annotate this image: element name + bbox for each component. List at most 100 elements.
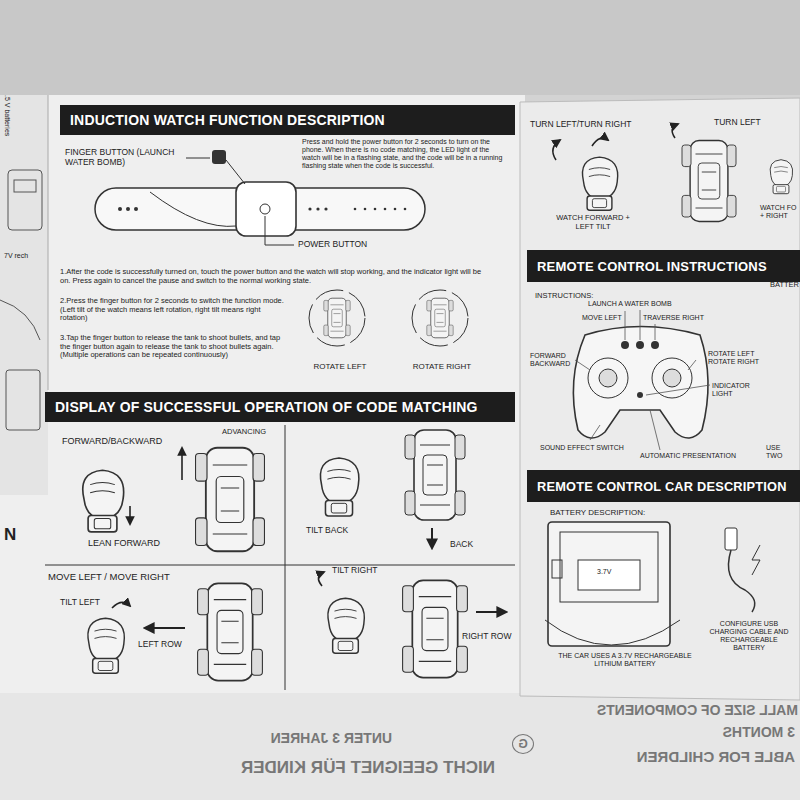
watch-illustration — [308, 207, 311, 210]
label-text: TILT LEFT — [60, 598, 110, 608]
watch-illustration — [265, 216, 294, 245]
label-text: ADVANCING — [222, 428, 282, 437]
code-matching-illustration — [320, 458, 358, 516]
watch-illustration — [364, 208, 367, 211]
label-text: TILT BACK — [306, 526, 366, 536]
watch-illustration — [374, 208, 377, 211]
code-matching-illustration — [403, 580, 468, 677]
code-matching-illustration — [83, 470, 124, 532]
code-matching-illustration — [431, 528, 433, 548]
code-matching-illustration — [196, 448, 265, 552]
section-header: REMOTE CONTROL INSTRUCTIONS — [527, 250, 800, 282]
rotate-illustration — [412, 290, 468, 346]
turn-illustration — [592, 138, 608, 146]
label-text: 3 MONTHS — [675, 724, 795, 740]
label-text: WATCH FO + RIGHT — [760, 204, 798, 220]
code-matching-illustration — [328, 598, 364, 653]
remote-controller — [651, 341, 659, 349]
label-text: LAUNCH A WATER BOMB — [588, 300, 688, 308]
label-text: ROTATE RIGHT — [402, 362, 482, 371]
watch-illustration — [384, 208, 387, 211]
code-matching-illustration — [318, 572, 324, 586]
label-text: CONFIGURE USB CHARGING CABLE AND RECHARG… — [704, 620, 794, 652]
battery-illustration — [545, 620, 680, 645]
label-text: FORWARD BACKWARD — [530, 352, 574, 368]
section-header: REMOTE CONTROL CAR DESCRIPTION — [527, 470, 800, 502]
photo-background — [0, 95, 48, 495]
photo-background — [0, 690, 800, 800]
label-text: BATTERY DESCRIPTION: — [550, 508, 670, 517]
label-text: LEFT ROW — [138, 640, 193, 650]
code-matching-illustration — [405, 430, 465, 520]
rotate-illustration — [309, 290, 468, 346]
left-strip-sketch — [0, 170, 42, 430]
header-text: DISPLAY OF SUCCESSFUL OPERATION OF CODE … — [55, 399, 478, 415]
label-text: INDICATOR LIGHT — [712, 382, 762, 398]
watch-illustration — [226, 160, 245, 184]
label-text: TURN LEFT/TURN RIGHT — [530, 120, 650, 130]
code-matching-illustration — [129, 506, 131, 524]
label-text: BACK — [450, 540, 490, 550]
label-text: 3.7V — [597, 568, 627, 576]
label-text: INSTRUCTIONS: — [535, 292, 605, 301]
header-text: INDUCTION WATCH FUNCTION DESCRIPTION — [70, 112, 385, 128]
header-text: REMOTE CONTROL INSTRUCTIONS — [537, 259, 767, 274]
label-text: FORWARD/BACKWARD — [62, 436, 182, 446]
label-text: UNTER 3 JAHREN — [232, 730, 392, 746]
code-matching-illustration — [181, 448, 183, 480]
turn-illustration — [553, 124, 793, 222]
label-text: NICHT GEEIGNET FÜR KINDER — [195, 758, 495, 778]
label-text: SOUND EFFECT SWITCH — [540, 444, 640, 452]
remote-controller — [652, 358, 692, 398]
remote-controller — [663, 369, 681, 387]
watch-illustration — [150, 192, 236, 226]
label-text: .5 V batteries — [3, 95, 11, 157]
label-text: MALL SIZE OF COMPONENTS — [598, 702, 798, 718]
watch-illustration — [394, 208, 397, 211]
remote-controller — [636, 341, 644, 349]
watch-illustration — [118, 207, 122, 211]
section-header: INDUCTION WATCH FUNCTION DESCRIPTION — [60, 105, 515, 135]
section-header: DISPLAY OF SUCCESSFUL OPERATION OF CODE … — [45, 392, 515, 422]
photo-background — [520, 98, 800, 700]
label-text: 3.Tap the finger button to release the t… — [60, 334, 285, 360]
header-text: REMOTE CONTROL CAR DESCRIPTION — [537, 479, 787, 494]
battery-illustration — [548, 522, 670, 646]
rotate-illustration — [309, 290, 365, 346]
battery-illustration — [552, 560, 562, 578]
label-text: ROTATE LEFT — [300, 362, 380, 371]
photo-background — [0, 0, 800, 95]
label-text: MOVE LEFT / MOVE RIGHT — [48, 572, 218, 583]
label-text: USE TWO — [766, 444, 798, 460]
remote-controller — [575, 310, 710, 450]
watch-illustration — [260, 204, 270, 214]
label-text: TILT RIGHT — [332, 566, 392, 576]
label-text: THE CAR USES A 3.7V RECHARGEABLE LITHIUM… — [545, 652, 705, 668]
label-text: ROTATE LEFT ROTATE RIGHT — [708, 350, 764, 366]
label-text: LEAN FORWARD — [88, 538, 178, 548]
label-text: G — [512, 734, 534, 754]
code-matching-illustration — [285, 425, 286, 690]
watch-illustration — [134, 207, 138, 211]
label-text: Press and hold the power button for 2 se… — [302, 138, 507, 170]
code-matching-illustration — [476, 611, 506, 613]
label-text: 7V rech — [4, 252, 44, 260]
remote-controller — [621, 341, 629, 349]
watch-illustration — [354, 208, 357, 211]
code-matching-illustration — [198, 583, 263, 680]
label-text: POWER BUTTON — [298, 240, 388, 250]
watch-illustration — [126, 207, 130, 211]
watch-illustration — [324, 207, 327, 210]
label-text: 2.Press the finger button for 2 seconds … — [60, 297, 285, 323]
label-text: TURN LEFT — [714, 118, 774, 128]
remote-controller — [573, 327, 708, 439]
rotate-illustration — [427, 298, 453, 338]
remote-controller — [588, 358, 628, 398]
battery-illustration — [752, 545, 760, 575]
label-text: BATTER — [770, 281, 798, 290]
watch-illustration — [236, 182, 296, 236]
battery-illustration — [545, 522, 760, 646]
battery-illustration — [725, 528, 737, 550]
